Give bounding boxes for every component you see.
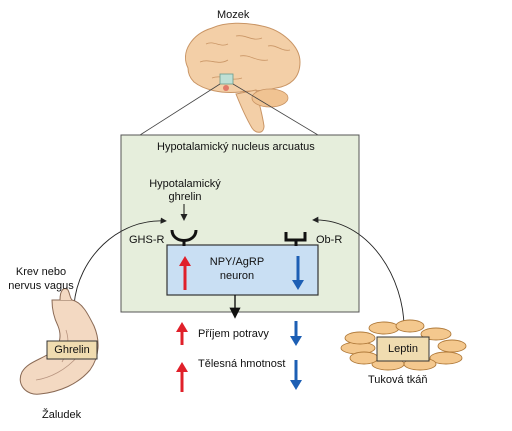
leptin-pathway-arrow xyxy=(312,216,405,331)
leptin-box xyxy=(376,336,430,362)
ghrelin-box xyxy=(46,340,98,360)
hypo-ghrelin-label-line1: Hypotalamický xyxy=(149,178,221,190)
neuron-label-line2: neuron xyxy=(219,270,255,282)
hypothalamus-marker xyxy=(219,73,234,85)
brain-label: Mozek xyxy=(217,9,250,21)
adipose-label: Tuková tkáň xyxy=(368,374,428,386)
pituitary-icon xyxy=(223,85,229,91)
ghrelin-label: Ghrelin xyxy=(54,344,90,356)
nucleus-label: Hypotalamický nucleus arcuatus xyxy=(157,141,315,153)
leptin-label: Leptin xyxy=(388,343,418,355)
blood-label-line2: nervus vagus xyxy=(8,280,74,292)
hypo-ghrelin-label-line2: ghrelin xyxy=(168,191,202,203)
zoom-line-right xyxy=(232,83,319,136)
ghs-r-label: GHS-R xyxy=(129,234,165,246)
ob-r-label: Ob-R xyxy=(316,234,343,246)
body-weight-label: Tělesná hmotnost xyxy=(198,358,286,370)
ghrelin-pathway-arrow xyxy=(73,217,167,306)
brain-illustration xyxy=(185,22,301,133)
neuron-label-line1: NPY/AgRP xyxy=(209,256,265,268)
blood-label-line1: Krev nebo xyxy=(15,266,67,278)
food-intake-label: Příjem potravy xyxy=(198,328,269,340)
neuron-box xyxy=(166,244,319,296)
zoom-line-left xyxy=(139,83,221,136)
stomach-label: Žaludek xyxy=(42,409,82,421)
